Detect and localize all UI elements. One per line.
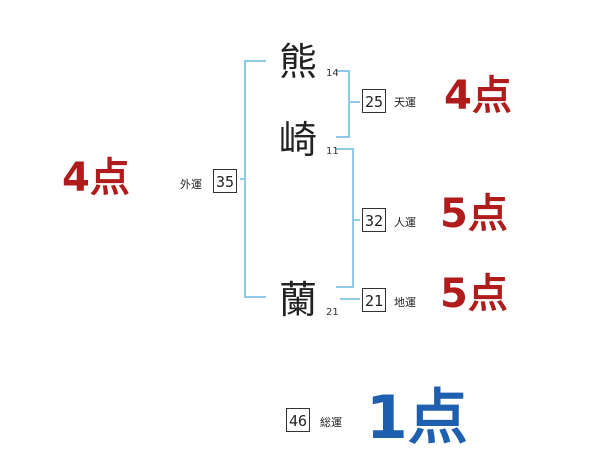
stroke-count-1: 14 [326,68,339,79]
stroke-count-2: 11 [326,146,339,157]
ten-bracket-bottom [336,136,350,138]
jin-bracket-vertical [352,148,354,288]
jin-value-box: 32 [362,208,386,232]
jin-bracket-bottom [336,286,354,288]
jin-label: 人運 [394,216,416,229]
ten-score: 4点 [444,73,512,119]
gai-value-box: 35 [213,169,237,193]
ten-value-box: 25 [362,89,386,113]
outer-bracket-top [244,60,266,62]
jin-score: 5点 [440,191,508,237]
stroke-count-3: 21 [326,307,339,318]
sou-score: 1点 [366,383,468,453]
chi-value-box: 21 [362,288,386,312]
outer-bracket-bottom [244,296,266,298]
ten-label: 天運 [394,96,416,109]
chi-label: 地運 [394,296,416,309]
chi-score: 5点 [440,271,508,317]
gai-label: 外運 [180,178,202,191]
ten-bracket-vertical [348,70,350,138]
jin-bracket-stub [354,219,360,221]
sou-label: 総運 [320,416,342,429]
name-char-2: 崎 [278,118,317,162]
name-char-1: 熊 [278,40,317,84]
ten-bracket-top [336,70,350,72]
jin-bracket-top [336,148,354,150]
sou-value-box: 46 [286,408,310,432]
outer-bracket-stub [240,178,246,180]
name-char-3: 蘭 [278,278,317,322]
chi-connector [340,298,360,300]
ten-bracket-stub [350,101,360,103]
gai-score: 4点 [62,155,130,201]
